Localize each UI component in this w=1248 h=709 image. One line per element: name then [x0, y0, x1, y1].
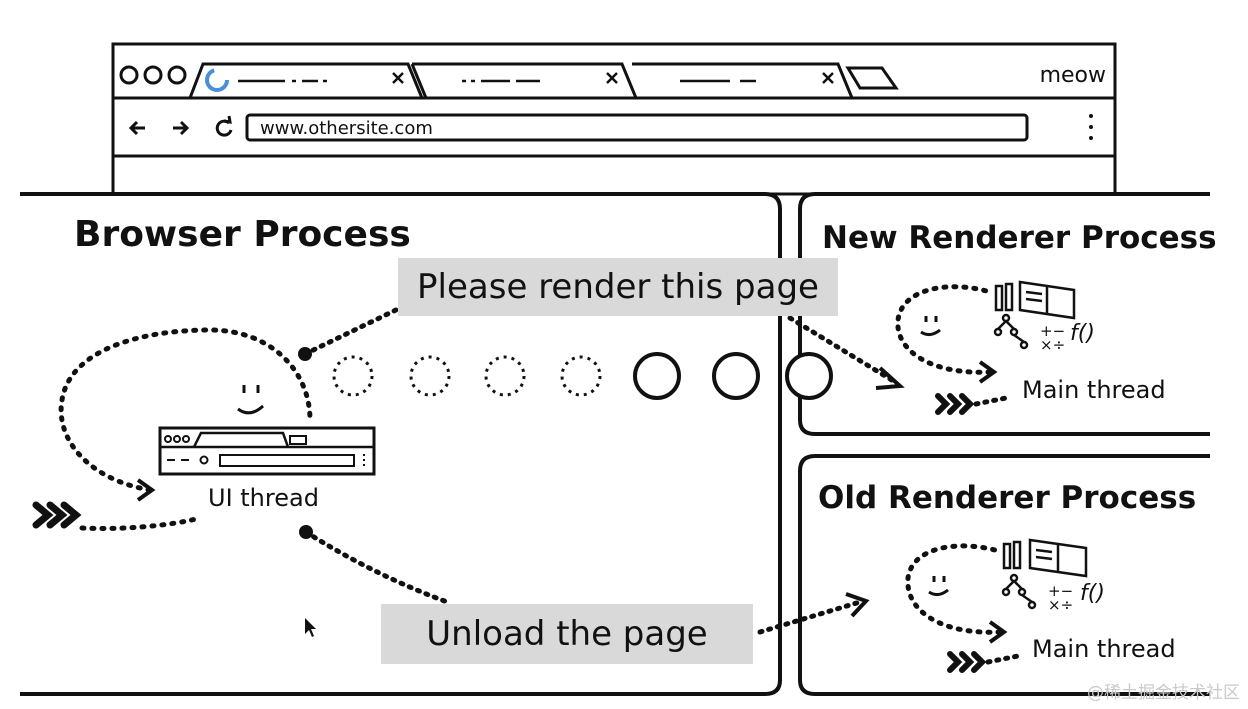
math-symbols-icon: +−: [1040, 322, 1065, 340]
mini-browser-icon: [158, 426, 376, 476]
math-symbols-icon: ×÷: [1040, 336, 1065, 354]
arrow-head-icon: [845, 592, 870, 618]
arrow-head-icon: [875, 366, 905, 390]
arrow-head-icon: [978, 360, 998, 384]
function-symbol-icon: f(): [1080, 581, 1105, 606]
old-renderer-frame: [798, 454, 1210, 696]
old-main-thread-label: Main thread: [1032, 635, 1176, 663]
function-symbol-icon: f(): [1070, 321, 1095, 346]
tab-2[interactable]: [412, 62, 638, 99]
render-request-label: Please render this page: [398, 258, 838, 316]
arrow-head-icon: [136, 478, 156, 502]
smiley-face-icon: [920, 316, 941, 337]
window-button-icon[interactable]: [143, 65, 163, 85]
ui-thread-group: [32, 327, 376, 532]
incoming-chevrons-icon: [947, 651, 987, 673]
ipc-message-dots: [332, 352, 833, 400]
message-arrows: [298, 305, 905, 635]
arrow-head-icon: [988, 620, 1008, 644]
thread-loop: [895, 284, 993, 375]
message-dot: [785, 352, 833, 400]
watermark: @稀土掘金技术社区: [1087, 683, 1240, 703]
math-symbols-icon: +−: [1048, 582, 1073, 600]
message-dot: [332, 355, 374, 397]
address-bar[interactable]: [245, 113, 1029, 142]
tab-strip: [188, 62, 899, 99]
smiley-face-icon: [928, 576, 949, 597]
smiley-face-icon: [237, 385, 265, 415]
close-tab-icon[interactable]: [392, 72, 404, 84]
address-bar-url: www.othersite.com: [260, 118, 433, 139]
message-dot: [712, 352, 760, 400]
close-tab-icon[interactable]: [606, 72, 618, 84]
unload-request-label: Unload the page: [381, 604, 753, 664]
message-dot: [560, 355, 602, 397]
forward-arrow-icon[interactable]: [173, 120, 190, 136]
browser-process-frame: [20, 192, 782, 696]
window-controls: [119, 65, 187, 85]
close-tab-icon[interactable]: [822, 72, 834, 84]
new-renderer-thread-group: +− ×÷ f(): [895, 280, 1095, 415]
message-dot: [409, 355, 451, 397]
incoming-chevrons-icon: [32, 501, 82, 529]
thread-loop: [905, 543, 1003, 635]
new-tab-button[interactable]: [845, 66, 899, 90]
browser-brand: meow: [1040, 63, 1106, 88]
menu-dots-icon[interactable]: [1089, 114, 1093, 140]
toolbar: www.othersite.com: [128, 113, 1093, 142]
thread-loop: [58, 327, 313, 493]
message-dot: [633, 352, 681, 400]
new-renderer-title: New Renderer Process: [822, 220, 1217, 256]
ui-thread-label: UI thread: [208, 484, 319, 512]
tab-active[interactable]: [188, 62, 424, 99]
tools-icon: [993, 280, 1076, 350]
window-button-icon[interactable]: [119, 65, 139, 85]
window-button-icon[interactable]: [167, 65, 187, 85]
loading-spinner-icon: [205, 68, 229, 92]
old-renderer-title: Old Renderer Process: [818, 480, 1197, 516]
tools-icon: [1001, 538, 1088, 610]
new-main-thread-label: Main thread: [1022, 376, 1166, 404]
reload-icon[interactable]: [215, 115, 233, 137]
browser-process-title: Browser Process: [74, 214, 411, 255]
incoming-chevrons-icon: [935, 393, 975, 415]
browser-window: meow www.othersite.com: [111, 42, 1117, 196]
message-dot: [484, 355, 526, 397]
back-arrow-icon[interactable]: [128, 120, 145, 136]
math-symbols-icon: ×÷: [1048, 596, 1073, 614]
mouse-cursor-icon: [305, 618, 316, 637]
tab-3[interactable]: [632, 62, 854, 99]
old-renderer-thread-group: +− ×÷ f(): [905, 538, 1105, 673]
